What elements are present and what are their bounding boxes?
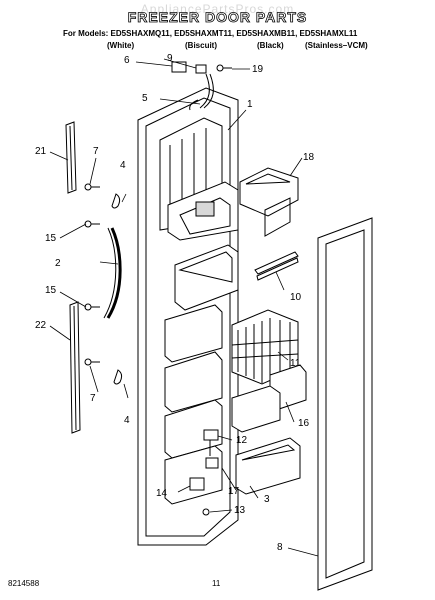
ice-chute-assembly xyxy=(167,181,239,241)
door-gasket-part xyxy=(317,217,373,591)
door-bin-upper xyxy=(174,244,239,311)
leader-lines xyxy=(49,58,319,557)
callout-6: 6 xyxy=(124,55,130,66)
callout-7-lower: 7 xyxy=(90,393,96,404)
callout-3: 3 xyxy=(264,494,270,505)
callout-9: 9 xyxy=(167,53,173,64)
trim-strip-lower xyxy=(69,301,81,434)
screws xyxy=(84,64,232,516)
handle-clip-lower xyxy=(113,369,123,385)
trim-strip-upper xyxy=(65,121,77,194)
variant-stainless: (Stainless–VCM) xyxy=(305,41,368,50)
callout-13: 13 xyxy=(234,505,246,516)
bottom-bin-part xyxy=(235,437,301,495)
variant-black: (Black) xyxy=(257,41,284,50)
wire-harness-part xyxy=(171,61,214,111)
callout-7-upper: 7 xyxy=(93,146,99,157)
callout-2: 2 xyxy=(55,258,61,269)
small-bin-part xyxy=(231,364,307,433)
variant-white: (White) xyxy=(107,41,135,50)
variant-biscuit: (Biscuit) xyxy=(185,41,217,50)
trim-bar-part xyxy=(254,251,299,281)
callout-14: 14 xyxy=(156,488,168,499)
callout-15-upper: 15 xyxy=(45,233,57,244)
callout-18: 18 xyxy=(303,152,315,163)
page-title: FREEZER DOOR PARTS xyxy=(127,9,308,26)
callout-16: 16 xyxy=(298,418,310,429)
callout-1: 1 xyxy=(247,99,253,110)
callout-5: 5 xyxy=(142,93,148,104)
document-number: 8214588 xyxy=(8,579,40,588)
models-line: For Models: ED5SHAXMQ11, ED5SHAXMT11, ED… xyxy=(63,29,358,38)
callout-21: 21 xyxy=(35,146,47,157)
dispenser-cover-part xyxy=(239,167,299,237)
handle-clip-upper xyxy=(111,193,121,209)
callout-4-lower: 4 xyxy=(124,415,130,426)
callout-17: 17 xyxy=(228,486,240,497)
callout-10: 10 xyxy=(290,292,302,303)
callout-15-lower: 15 xyxy=(45,285,57,296)
callout-19: 19 xyxy=(252,64,264,75)
hinge-parts xyxy=(189,429,219,491)
door-shelves xyxy=(164,304,223,505)
callout-11: 11 xyxy=(290,358,301,369)
callout-8: 8 xyxy=(277,542,283,553)
wire-basket-part xyxy=(231,309,299,385)
watermark-text: AppliancePartsPros.com xyxy=(140,2,295,16)
callout-12: 12 xyxy=(236,435,248,446)
page-number: 11 xyxy=(212,579,221,588)
callout-4-upper: 4 xyxy=(120,160,126,171)
door-handle-part xyxy=(103,227,122,319)
callout-22: 22 xyxy=(35,320,47,331)
